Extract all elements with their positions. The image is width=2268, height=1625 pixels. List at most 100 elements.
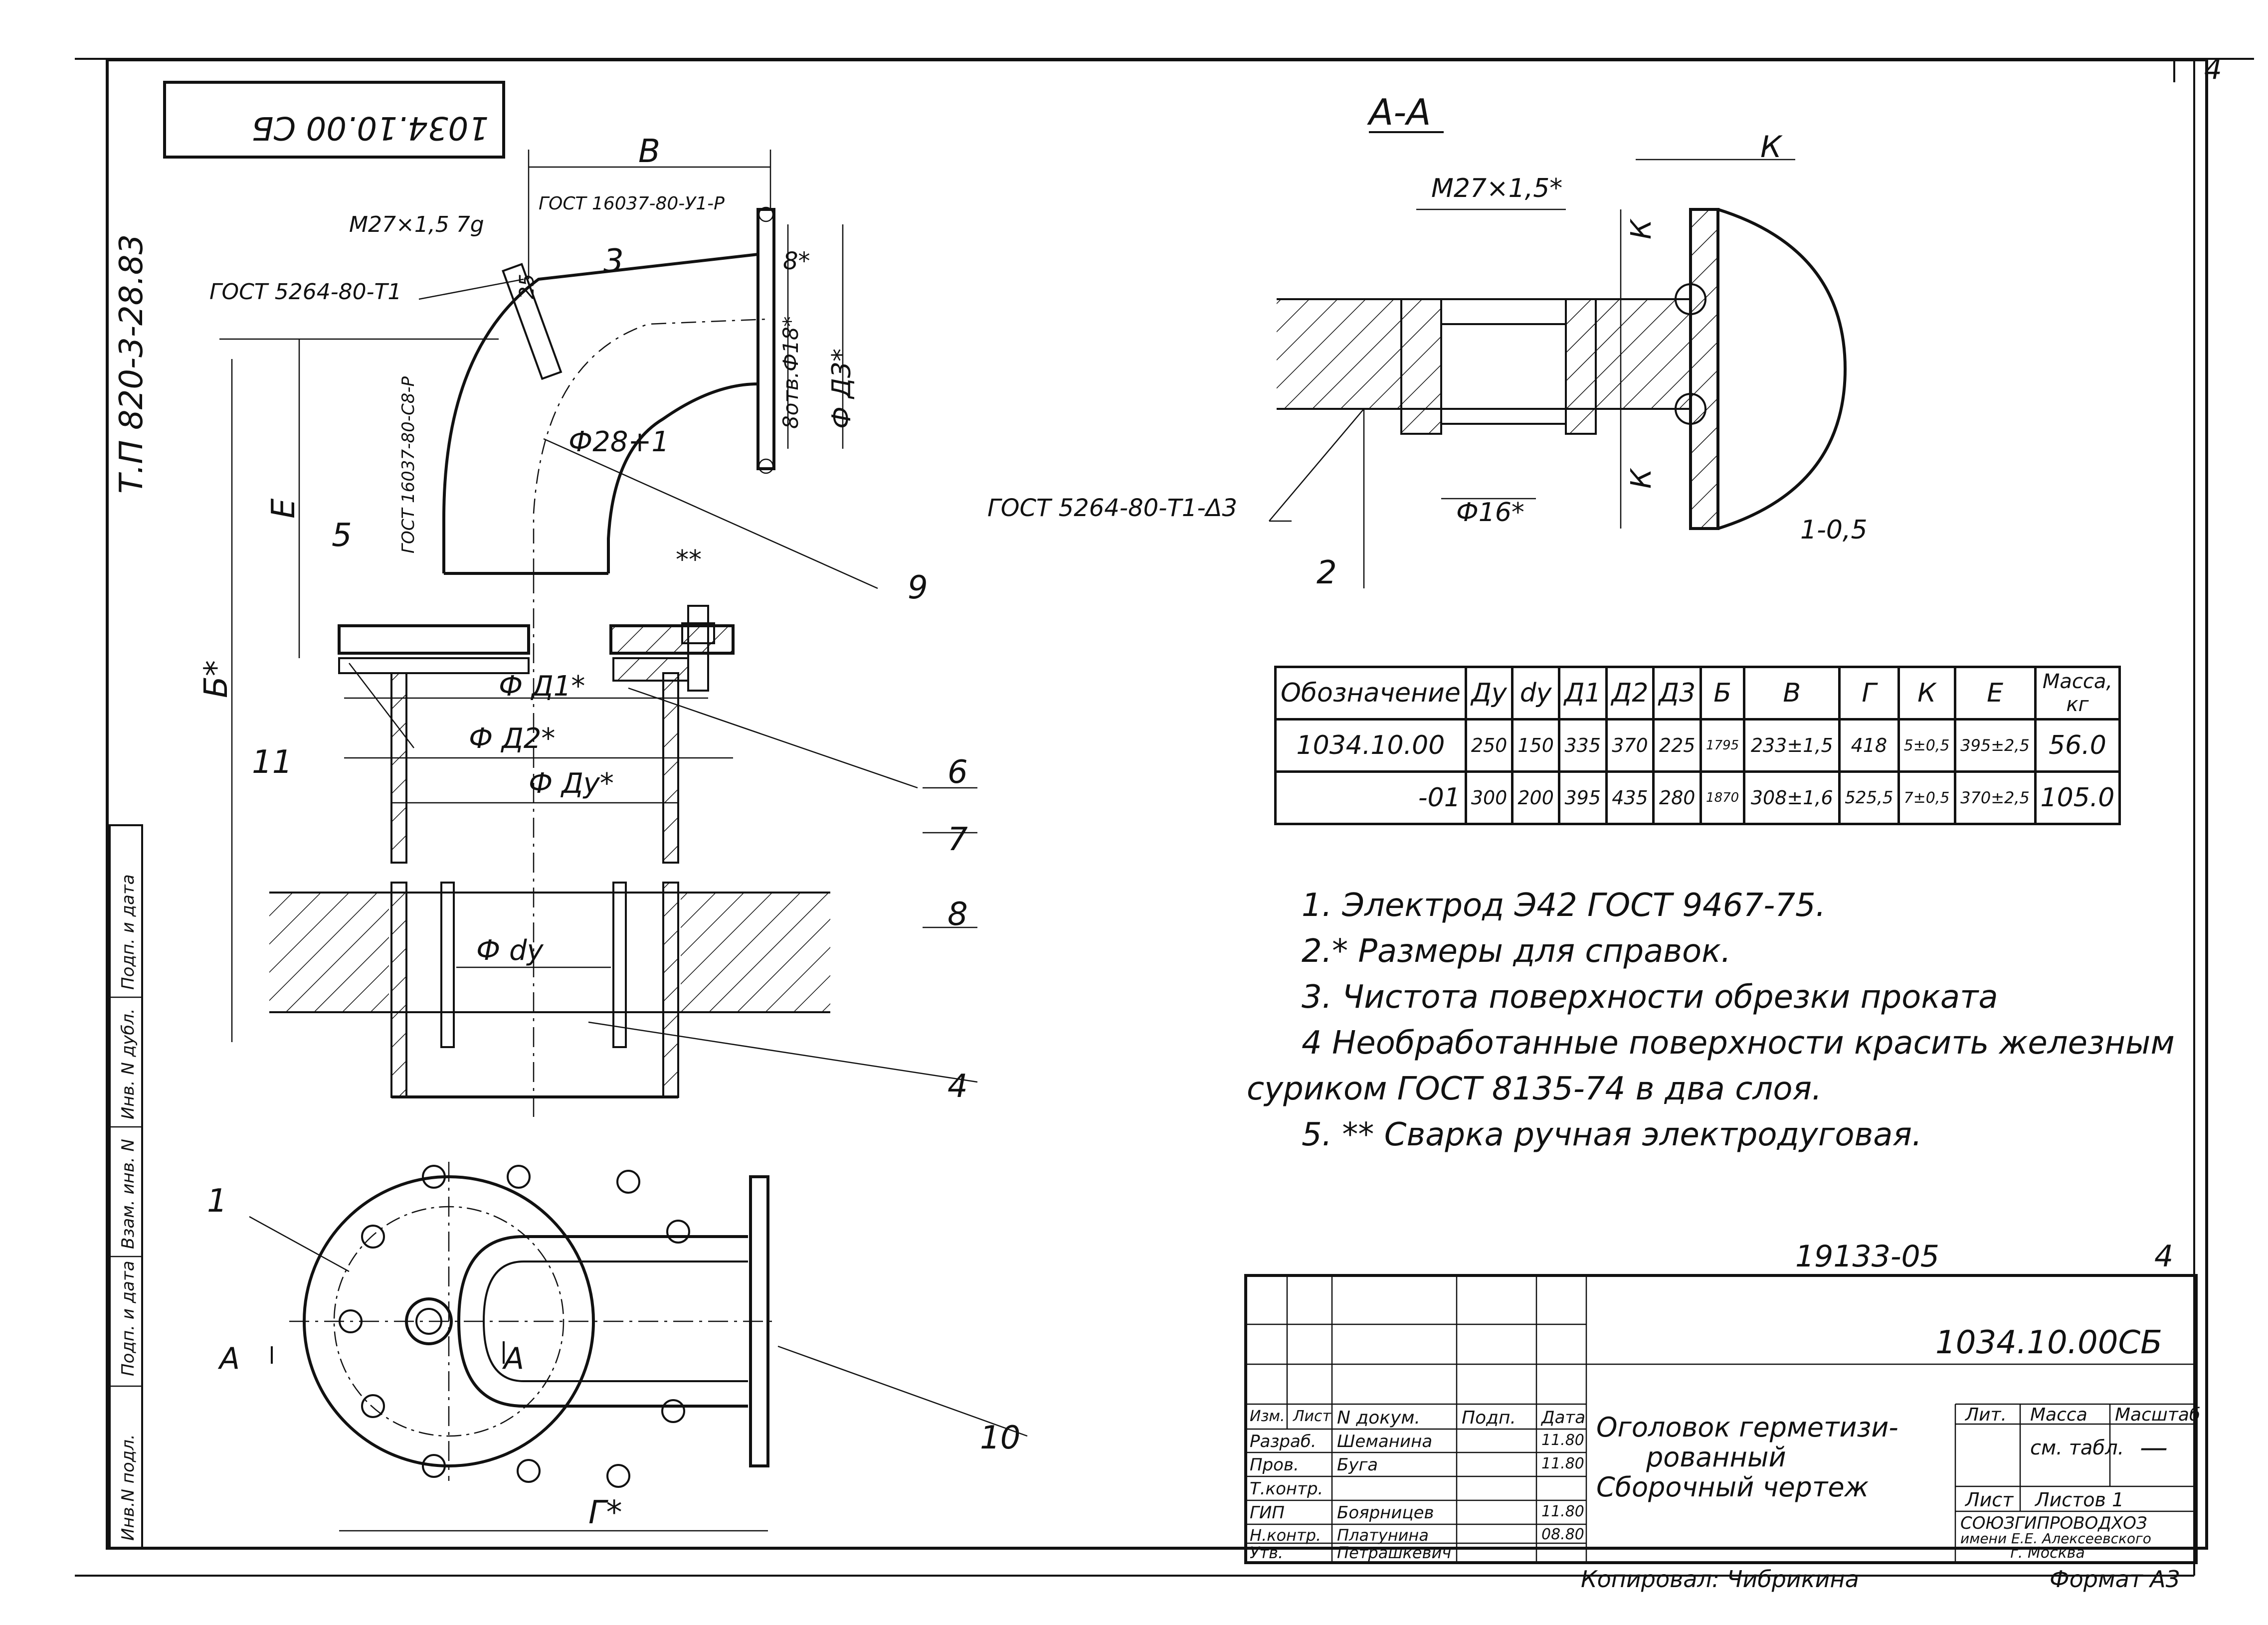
stamp-date: 08.80 <box>1541 1526 1584 1543</box>
stamp-sheets: Листов 1 <box>2035 1489 2124 1511</box>
side-strip-3: Взам. инв. N <box>118 1139 138 1249</box>
label-gost16037b: ГОСТ 16037-80-С8-Р <box>398 376 418 553</box>
label-eight: 8* <box>783 247 810 275</box>
stamp-name: Платунина <box>1337 1526 1429 1545</box>
side-strip-4: Инв. N дубл. <box>118 1008 138 1119</box>
stamp-col-list: Лист <box>1293 1408 1331 1425</box>
stamp-org-3: г. Москва <box>2010 1544 2085 1562</box>
th-d2: Д2 <box>1605 666 1655 721</box>
stamp-mass-value: см. табл. <box>2030 1437 2124 1459</box>
bottom-code-right: 4 <box>2154 1239 2173 1274</box>
stamp-date: 11.80 <box>1541 1455 1584 1472</box>
stamp-org-1: СОЮЗГИПРОВОДХОЗ <box>1960 1513 2147 1533</box>
sec-label-k-top: К <box>1760 130 1783 165</box>
format-label: Формат А3 <box>2050 1566 2180 1593</box>
cell: 5±0,5 <box>1897 718 1956 773</box>
stamp-role: Н.контр. <box>1250 1526 1322 1545</box>
cell: 395±2,5 <box>1953 718 2037 773</box>
stamp-col-date: Дата <box>1541 1408 1586 1428</box>
label-b6: Б* <box>198 660 235 698</box>
cell: 56.0 <box>2034 718 2121 773</box>
stamp-title-3: Сборочный чертеж <box>1596 1471 1869 1503</box>
callout-9: 9 <box>908 569 928 606</box>
sec-label-k-mid: К <box>1625 218 1658 239</box>
cell: 200 <box>1511 770 1560 825</box>
label-bolt: 8отв.Ф18* <box>778 316 803 429</box>
note-2: 2.* Размеры для справок. <box>1302 933 1731 970</box>
spec-row: 1034.10.00 250 150 335 370 225 1795 233±… <box>1274 718 2121 773</box>
label-d1: Ф Д1* <box>499 670 585 703</box>
stamp-name: Боярницев <box>1337 1503 1434 1523</box>
side-strip-1: Инв.N подл. <box>118 1434 138 1541</box>
label-b: В <box>638 133 660 170</box>
top-code-text: 1034.10.00 СБ <box>252 109 489 146</box>
th-d1: Д1 <box>1557 666 1608 721</box>
cell: 105.0 <box>2034 770 2121 825</box>
sec-label-m27: М27×1,5* <box>1431 174 1562 203</box>
th-b6: Б <box>1700 666 1746 721</box>
cell: -01 <box>1274 770 1467 825</box>
stamp-scale-value: — <box>2140 1432 2168 1464</box>
stamp-scale: Масштаб <box>2115 1405 2201 1425</box>
section-view <box>1277 131 1847 530</box>
cell: 335 <box>1557 718 1608 773</box>
th-dy-small: dу <box>1511 666 1560 721</box>
label-dy-small: Ф dу <box>476 934 544 967</box>
callout-3: 3 <box>603 243 624 280</box>
stamp-name: Петрашкевич <box>1337 1543 1452 1562</box>
cell: 250 <box>1464 718 1514 773</box>
label-a-left: А <box>217 1341 240 1376</box>
callout-1: 1 <box>207 1183 227 1220</box>
cell: 370 <box>1605 718 1655 773</box>
label-dy: Ф Ду* <box>529 767 614 800</box>
callout-11: 11 <box>252 744 292 781</box>
section-title: А-А <box>1367 91 1431 133</box>
label-m27: М27×1,5 7g <box>349 212 484 237</box>
corner-page-number: 4 <box>2204 53 2222 86</box>
stamp-role: Т.контр. <box>1250 1479 1323 1499</box>
th-dy: Ду <box>1464 666 1514 721</box>
cell: 233±1,5 <box>1743 718 1841 773</box>
stamp-mass: Масса <box>2030 1405 2087 1425</box>
stamp-col-izm: Изм. <box>1250 1408 1285 1425</box>
note-4: 4 Необработанные поверхности красить жел… <box>1302 1025 2175 1062</box>
side-code-text: Т.П 820-3-28.83 <box>113 234 150 494</box>
stamp-role: ГИП <box>1250 1503 1285 1523</box>
stamp-role: Пров. <box>1250 1455 1299 1475</box>
plan-view <box>271 1162 778 1532</box>
label-a-right: А <box>502 1341 524 1376</box>
label-starstar: ** <box>676 545 702 575</box>
label-phi28: Ф28+1 <box>568 426 669 458</box>
bottom-code-left: 19133-05 <box>1795 1239 1939 1274</box>
callout-5: 5 <box>332 517 352 554</box>
note-3: 3. Чистота поверхности обрезки проката <box>1302 979 1998 1016</box>
stamp-name: Буга <box>1337 1455 1378 1475</box>
stamp-org-2: имени Е.Е. Алексеевского <box>1960 1530 2151 1547</box>
leaders <box>249 278 1365 1437</box>
stamp-date: 11.80 <box>1541 1432 1584 1449</box>
side-strip <box>109 824 143 1549</box>
cell: 308±1,6 <box>1743 770 1841 825</box>
sec-label-gost: ГОСТ 5264-80-Т1-Δ3 <box>987 494 1237 522</box>
callout-4: 4 <box>947 1068 968 1105</box>
main-view <box>219 150 844 1122</box>
cell: 395 <box>1557 770 1608 825</box>
top-code-box <box>163 81 505 159</box>
cell: 225 <box>1652 718 1702 773</box>
note-5: 5. ** Сварка ручная электродуговая. <box>1302 1116 1922 1153</box>
callout-7: 7 <box>947 821 968 858</box>
stamp-col-doc: N докум. <box>1337 1408 1420 1428</box>
stamp-sheet: Лист <box>1965 1489 2014 1511</box>
cell: 300 <box>1464 770 1514 825</box>
label-g: Г* <box>588 1494 622 1531</box>
th-designation: Обозначение <box>1274 666 1467 721</box>
stamp-date: 11.80 <box>1541 1503 1584 1520</box>
cell: 418 <box>1838 718 1900 773</box>
th-mass: Масса, кг <box>2034 666 2121 721</box>
label-gost16037: ГОСТ 16037-80-У1-Р <box>539 193 725 214</box>
th-d3: Д3 <box>1652 666 1702 721</box>
spec-header-row: Обозначение Ду dу Д1 Д2 Д3 Б В Г К Е Мас… <box>1274 666 2121 721</box>
label-gost5264: ГОСТ 5264-80-Т1 <box>209 279 401 305</box>
cell: 7±0,5 <box>1897 770 1956 825</box>
